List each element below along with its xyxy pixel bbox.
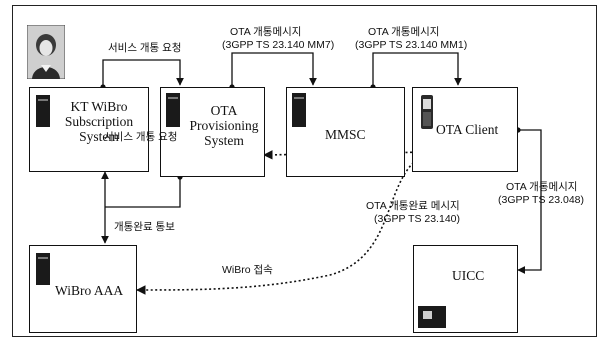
server-icon	[36, 253, 50, 285]
person-photo-icon	[27, 25, 65, 79]
wibro-aaa-label: WiBro AAA	[55, 283, 135, 298]
uicc-label: UICC	[452, 268, 502, 283]
mm7-label-line2: (3GPP TS 23.140 MM7)	[222, 39, 334, 51]
ota-client-label: OTA Client	[436, 122, 516, 137]
sim-card-icon	[418, 306, 446, 328]
ota-complete-label-line1: OTA 개통완료 메시지	[366, 200, 460, 212]
activation-notice-label: 개통완료 통보	[114, 221, 175, 233]
mm7-label-line1: OTA 개통메시지	[230, 26, 301, 38]
phone-icon	[420, 95, 434, 129]
mmsc-label: MMSC	[325, 127, 385, 142]
activation-notice-arrow	[105, 177, 180, 207]
mm7-arrow	[232, 53, 313, 87]
service-request-label: 서비스 개통 요청	[108, 42, 181, 54]
service-request-inner-label: 서비스 개통 요청	[104, 131, 177, 143]
server-icon	[166, 93, 180, 127]
uicc-msg-label-line2: (3GPP TS 23.048)	[498, 194, 584, 206]
mm1-arrow	[373, 53, 458, 87]
server-icon	[36, 95, 50, 127]
server-icon	[292, 93, 306, 127]
service-request-arrow	[103, 60, 180, 87]
uicc-msg-label-line1: OTA 개통메시지	[506, 181, 577, 193]
mm1-label-line2: (3GPP TS 23.140 MM1)	[355, 39, 467, 51]
mm1-label-line1: OTA 개통메시지	[368, 26, 439, 38]
ota-provisioning-label: OTA Provisioning System	[185, 103, 263, 148]
ota-complete-label-line2: (3GPP TS 23.140)	[374, 213, 460, 225]
wibro-access-label: WiBro 접속	[222, 264, 273, 276]
